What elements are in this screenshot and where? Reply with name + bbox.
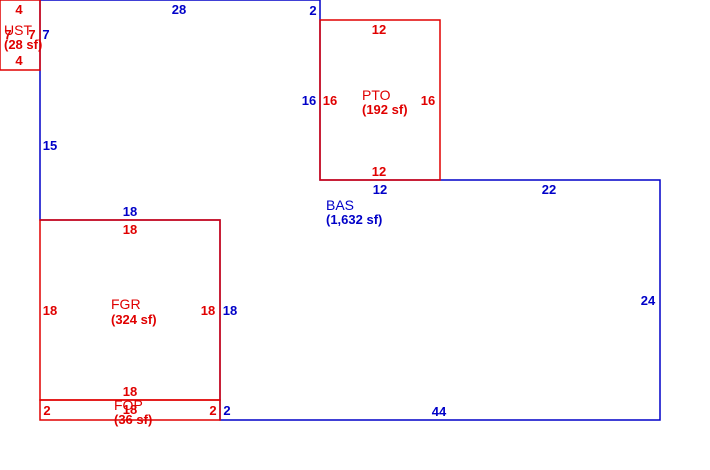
dim-bas-fop-side: 2	[223, 403, 230, 418]
dim-ust-bottom: 4	[15, 53, 23, 68]
dim-pto-left: 16	[323, 93, 337, 108]
dim-pto-bottom: 12	[372, 164, 386, 179]
dim-pto-right: 16	[421, 93, 435, 108]
area-size-bas: (1,632 sf)	[326, 212, 382, 227]
dim-fop-bottom: 18	[123, 402, 137, 417]
area-name-pto: PTO	[362, 87, 391, 103]
area-size-pto: (192 sf)	[362, 102, 408, 117]
area-name-bas: BAS	[326, 197, 354, 213]
dim-bas-fgr-side: 18	[223, 303, 237, 318]
dim-fgr-left: 18	[43, 303, 57, 318]
area-label-bas: BAS (1,632 sf)	[326, 197, 382, 227]
dim-fgr-top: 18	[123, 222, 137, 237]
dim-bas-top-small: 2	[309, 3, 316, 18]
pto-outline	[319, 19, 441, 181]
dim-ust-left: 7	[4, 27, 11, 42]
dim-bas-left: 15	[43, 138, 57, 153]
dim-bas-top: 28	[172, 2, 186, 17]
dim-bas-pto-bottom: 12	[373, 182, 387, 197]
area-size-ust: (28 sf)	[4, 37, 42, 52]
fop-outline	[39, 399, 221, 421]
dim-pto-top: 12	[372, 22, 386, 37]
area-label-pto: PTO (192 sf)	[362, 87, 408, 117]
area-size-fop: (36 sf)	[114, 412, 152, 427]
area-name-ust: UST	[4, 22, 32, 38]
dim-bas-right-top: 22	[542, 182, 556, 197]
dim-ust-right: 7	[28, 27, 35, 42]
dim-fop-right: 2	[209, 403, 216, 418]
dim-bas-right: 24	[641, 293, 656, 308]
dim-bas-bottom: 44	[432, 404, 447, 419]
dim-fop-left: 2	[43, 403, 50, 418]
dim-fgr-bottom: 18	[123, 384, 137, 399]
ust-outline	[0, 0, 41, 71]
area-name-fgr: FGR	[111, 296, 141, 312]
area-name-fop: FOP	[114, 397, 143, 413]
area-label-ust: UST (28 sf)	[4, 22, 42, 52]
area-label-fgr: FGR (324 sf)	[111, 296, 157, 327]
dim-ust-top: 4	[15, 2, 23, 17]
dim-ust-side-blue: 7	[42, 27, 49, 42]
dim-fgr-right: 18	[201, 303, 215, 318]
area-size-fgr: (324 sf)	[111, 312, 157, 327]
dim-bas-fgr-top: 18	[123, 204, 137, 219]
area-label-fop: FOP (36 sf)	[114, 397, 152, 427]
dim-bas-pto-side: 16	[302, 93, 316, 108]
